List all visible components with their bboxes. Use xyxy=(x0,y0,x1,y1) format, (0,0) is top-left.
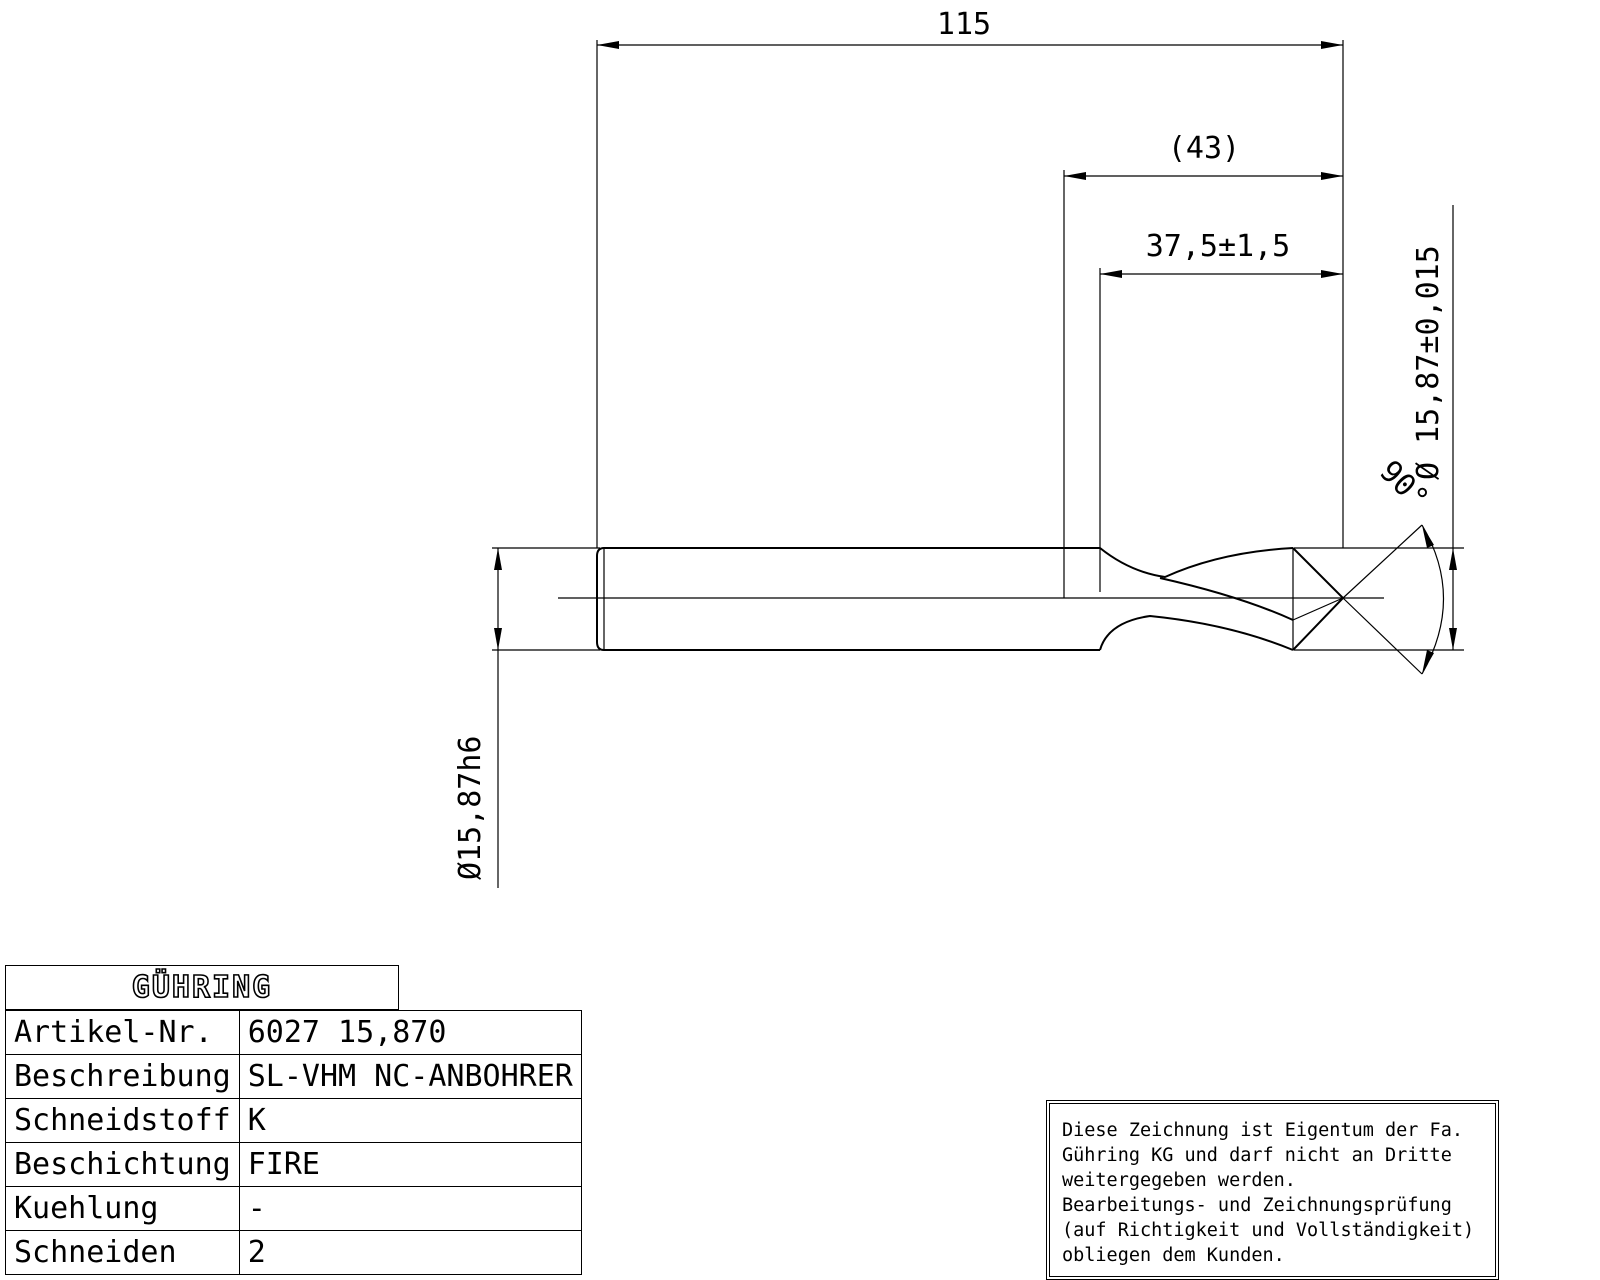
table-row: Kuehlung - xyxy=(5,1186,582,1231)
dimension-flute-length-label: 37,5±1,5 xyxy=(1146,229,1291,264)
dimension-shank-diameter: Ø15,87h6 xyxy=(453,547,600,888)
row-label: Schneiden xyxy=(5,1230,240,1275)
ownership-notice-text: Diese Zeichnung ist Eigentum der Fa. Güh… xyxy=(1049,1103,1496,1277)
notice-line: Diese Zeichnung ist Eigentum der Fa. xyxy=(1062,1120,1463,1141)
tool-body xyxy=(558,547,1384,651)
table-row: Artikel-Nr. 6027 15,870 xyxy=(5,1010,582,1055)
table-row: Schneiden 2 xyxy=(5,1230,582,1275)
dimension-point-angle: 90° xyxy=(1342,454,1444,675)
notice-line: (auf Richtigkeit und Vollständigkeit) xyxy=(1062,1220,1475,1241)
title-block-table: Artikel-Nr. 6027 15,870 Beschreibung SL-… xyxy=(5,1010,582,1275)
row-value: 2 xyxy=(238,1230,582,1275)
row-label: Artikel-Nr. xyxy=(5,1010,240,1055)
table-row: Schneidstoff K xyxy=(5,1098,582,1143)
notice-line: Bearbeitungs- und Zeichnungsprüfung xyxy=(1062,1195,1452,1216)
ownership-notice: Diese Zeichnung ist Eigentum der Fa. Güh… xyxy=(1046,1100,1499,1280)
dimension-overall-length-label: 115 xyxy=(937,7,991,42)
row-value: - xyxy=(238,1186,582,1231)
notice-line: Gühring KG und darf nicht an Dritte xyxy=(1062,1145,1452,1166)
dimension-overall-length: 115 xyxy=(596,7,1344,548)
logo-cell: GÜHRING xyxy=(5,965,399,1010)
row-value: SL-VHM NC-ANBOHRER xyxy=(238,1054,582,1099)
dimension-reference-length-label: (43) xyxy=(1168,131,1240,166)
guehring-logo: GÜHRING xyxy=(131,969,273,1006)
row-label: Beschreibung xyxy=(5,1054,240,1099)
dimension-flute-length: 37,5±1,5 xyxy=(1099,229,1343,592)
table-row: Beschreibung SL-VHM NC-ANBOHRER xyxy=(5,1054,582,1099)
row-value: 6027 15,870 xyxy=(238,1010,582,1055)
notice-line: weitergegeben werden. xyxy=(1062,1170,1296,1191)
dimension-cutting-diameter-label: Ø 15,87±0,015 xyxy=(1411,245,1446,480)
row-label: Schneidstoff xyxy=(5,1098,240,1143)
dimension-reference-length: (43) xyxy=(1063,131,1343,598)
row-label: Kuehlung xyxy=(5,1186,240,1231)
row-value: FIRE xyxy=(238,1142,582,1187)
table-row: Beschichtung FIRE xyxy=(5,1142,582,1187)
row-value: K xyxy=(238,1098,582,1143)
notice-line: obliegen dem Kunden. xyxy=(1062,1245,1285,1266)
dimension-cutting-diameter: Ø 15,87±0,015 xyxy=(1294,205,1464,651)
dimension-shank-diameter-label: Ø15,87h6 xyxy=(453,736,488,881)
row-label: Beschichtung xyxy=(5,1142,240,1187)
